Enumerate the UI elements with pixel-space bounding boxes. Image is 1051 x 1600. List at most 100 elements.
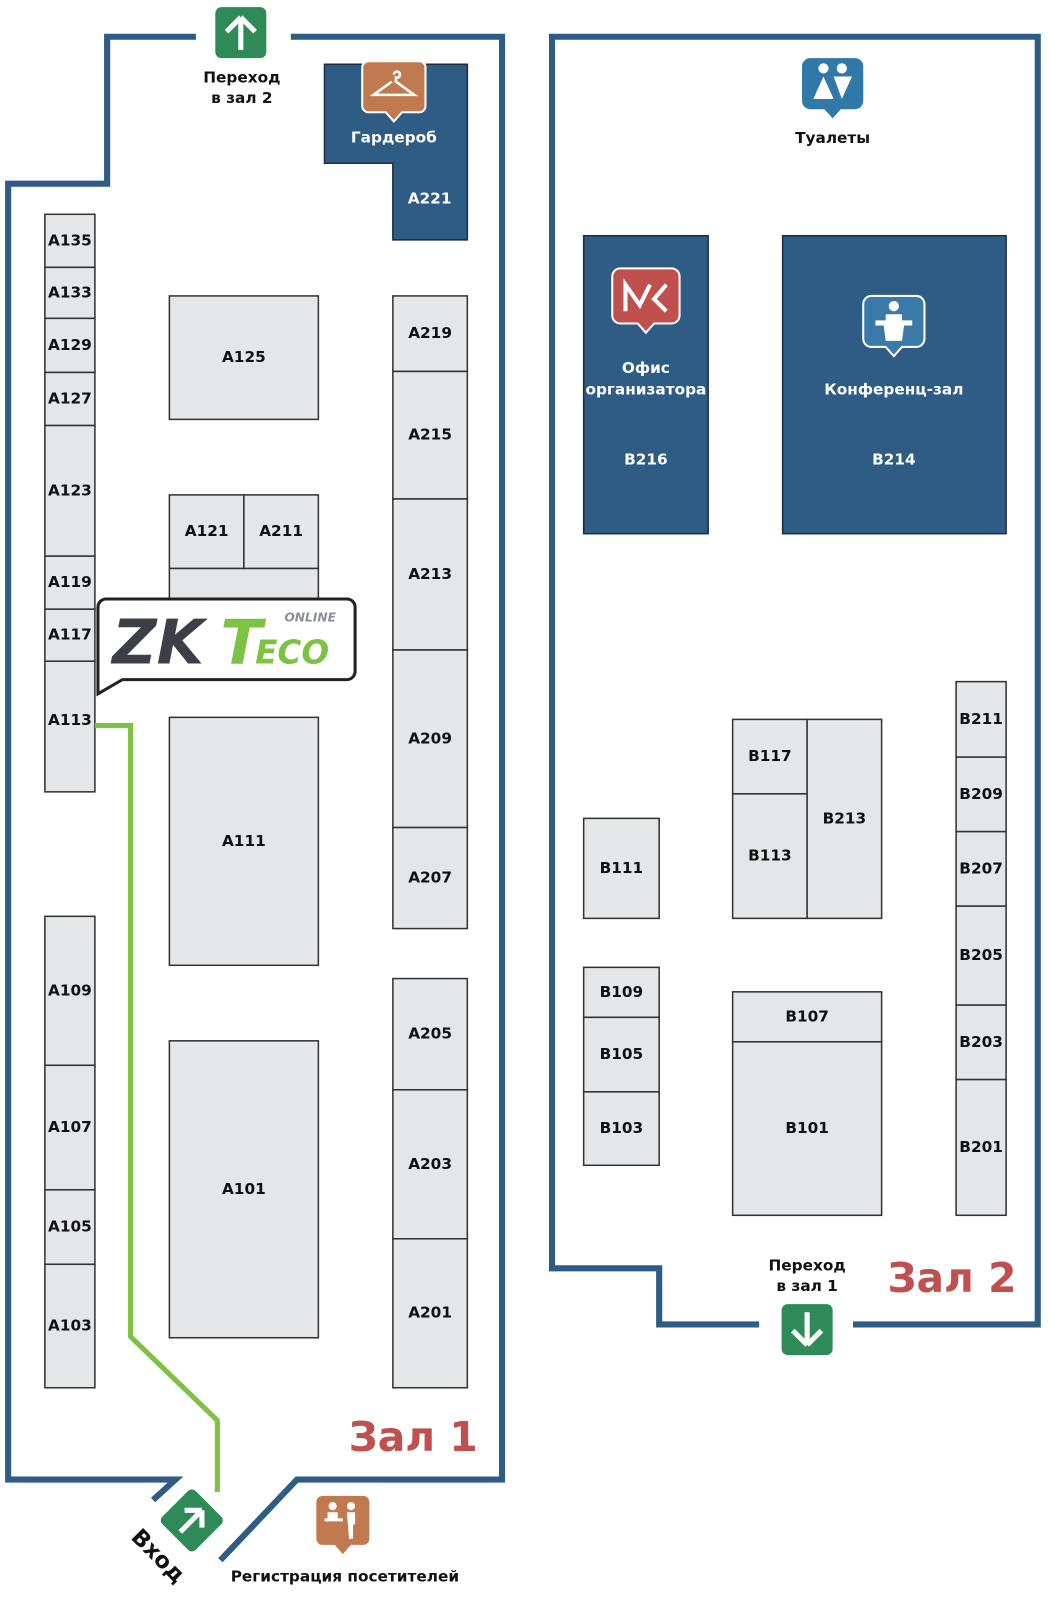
booth-label: A123 [48, 481, 92, 499]
booth-a119[interactable] [44, 555, 96, 610]
booth-a219[interactable] [392, 295, 469, 373]
booth-label: A129 [48, 336, 92, 354]
booth-b211[interactable] [955, 680, 1007, 758]
booth-a113[interactable] [44, 660, 96, 793]
to-hall2-label-2: в зал 2 [211, 89, 272, 107]
mvk-logo-icon [611, 267, 681, 335]
booth-label: B203 [959, 1033, 1003, 1051]
hall2-wall [548, 33, 1041, 1328]
booth-a103[interactable] [44, 1263, 96, 1389]
booth-label: B209 [959, 785, 1003, 803]
booth-label: A121 [185, 522, 229, 540]
toilets-label: Туалеты [795, 129, 870, 147]
booth-a125[interactable] [168, 295, 320, 421]
booth-label: A201 [408, 1304, 452, 1322]
booth-b101[interactable] [731, 1041, 883, 1217]
cloakroom-label: Гардероб [351, 128, 437, 146]
booth-label: B113 [748, 847, 792, 865]
booth-b201[interactable] [955, 1078, 1007, 1217]
arrow-up-right-icon[interactable] [159, 1487, 225, 1553]
booth-label: A117 [48, 626, 92, 644]
cloakroom-area[interactable] [323, 63, 469, 241]
arrow-down-icon[interactable] [781, 1304, 833, 1356]
booth-label: B213 [823, 809, 867, 827]
booth-label: A209 [408, 729, 452, 747]
booth-a203[interactable] [392, 1089, 469, 1240]
arrow-up-icon[interactable] [215, 7, 267, 59]
hall1-wall-right [218, 33, 506, 1563]
hall1-title: Зал 1 [349, 1413, 478, 1461]
organizer-office-label-2: организатора [585, 380, 706, 398]
conference-hall[interactable] [781, 234, 1007, 535]
booth-a215[interactable] [392, 370, 469, 500]
podium-icon [862, 294, 926, 358]
booth-label-a221: A221 [408, 189, 452, 207]
booth-label: B207 [959, 859, 1003, 877]
hall2-title: Зал 2 [888, 1254, 1017, 1302]
booth-b103[interactable] [582, 1091, 660, 1167]
booth-label: A113 [48, 711, 92, 729]
booth-a101[interactable] [168, 1040, 320, 1339]
to-hall1-label-1: Переход [769, 1256, 846, 1274]
booth-label: B103 [600, 1119, 644, 1137]
logo-t: T [220, 607, 266, 678]
exhibitor-logo-zkteco[interactable]: ZK T ECO ONLINE [96, 597, 357, 697]
booth-a121[interactable] [168, 494, 245, 570]
conference-hall-label: Конференц-зал [824, 380, 963, 398]
booth-b107[interactable] [731, 991, 883, 1043]
to-hall1-label-2: в зал 1 [776, 1277, 837, 1295]
booth-label-b216: B216 [624, 451, 668, 469]
booth-label: B109 [600, 983, 644, 1001]
booth-b111[interactable] [582, 817, 660, 920]
booth-a211[interactable] [243, 494, 320, 570]
booth-label: B107 [785, 1007, 829, 1025]
hall1-wall [5, 33, 196, 1503]
booth-label: B205 [959, 946, 1003, 964]
booth-label: A207 [408, 869, 452, 887]
organizer-office-label-1: Офис [622, 359, 670, 377]
booth-label: A205 [408, 1025, 452, 1043]
booth-label: B201 [959, 1138, 1003, 1156]
booth-label: A109 [48, 981, 92, 999]
booth-label: A105 [48, 1218, 92, 1236]
registration-desk-icon [316, 1495, 370, 1555]
booth-b109[interactable] [582, 966, 660, 1019]
booth-a117[interactable] [44, 608, 96, 662]
booth-label: A103 [48, 1317, 92, 1335]
booth-label: A101 [222, 1180, 266, 1198]
booth-label: A107 [48, 1118, 92, 1136]
booth-label: A111 [222, 832, 266, 850]
to-hall2-label-1: Переход [203, 69, 280, 87]
booth-a111[interactable] [168, 716, 320, 967]
booth-b205[interactable] [955, 905, 1007, 1006]
restroom-icon [802, 58, 864, 119]
logo-eco: ECO [255, 633, 329, 671]
booth-label: B101 [785, 1119, 829, 1137]
hanger-icon [361, 60, 427, 123]
booth-a209[interactable] [392, 649, 469, 829]
booth-a107[interactable] [44, 1064, 96, 1191]
registration-label: Регистрация посетителей [231, 1568, 459, 1586]
logo-online-tag: ONLINE [284, 610, 336, 624]
booth-label-b214: B214 [872, 451, 916, 469]
booth-label: A203 [408, 1155, 452, 1173]
booth-label: A133 [48, 283, 92, 301]
booth-a201[interactable] [392, 1238, 469, 1389]
booth-a207[interactable] [392, 826, 469, 930]
booth-label: B211 [959, 710, 1003, 728]
booth-a213[interactable] [392, 498, 469, 651]
booth-label: A213 [408, 565, 452, 583]
booth-label: A125 [222, 348, 266, 366]
booth-b113[interactable] [731, 793, 808, 920]
booth-a127[interactable] [44, 371, 96, 427]
booth-a133[interactable] [44, 266, 96, 320]
booth-a205[interactable] [392, 977, 469, 1091]
booth-label: A135 [48, 231, 92, 249]
booth-label: A127 [48, 389, 92, 407]
booth-b209[interactable] [955, 756, 1007, 833]
booth-b203[interactable] [955, 1004, 1007, 1081]
booth-b213[interactable] [806, 718, 883, 920]
booth-label: A211 [259, 522, 303, 540]
booth-label: B111 [600, 859, 644, 877]
